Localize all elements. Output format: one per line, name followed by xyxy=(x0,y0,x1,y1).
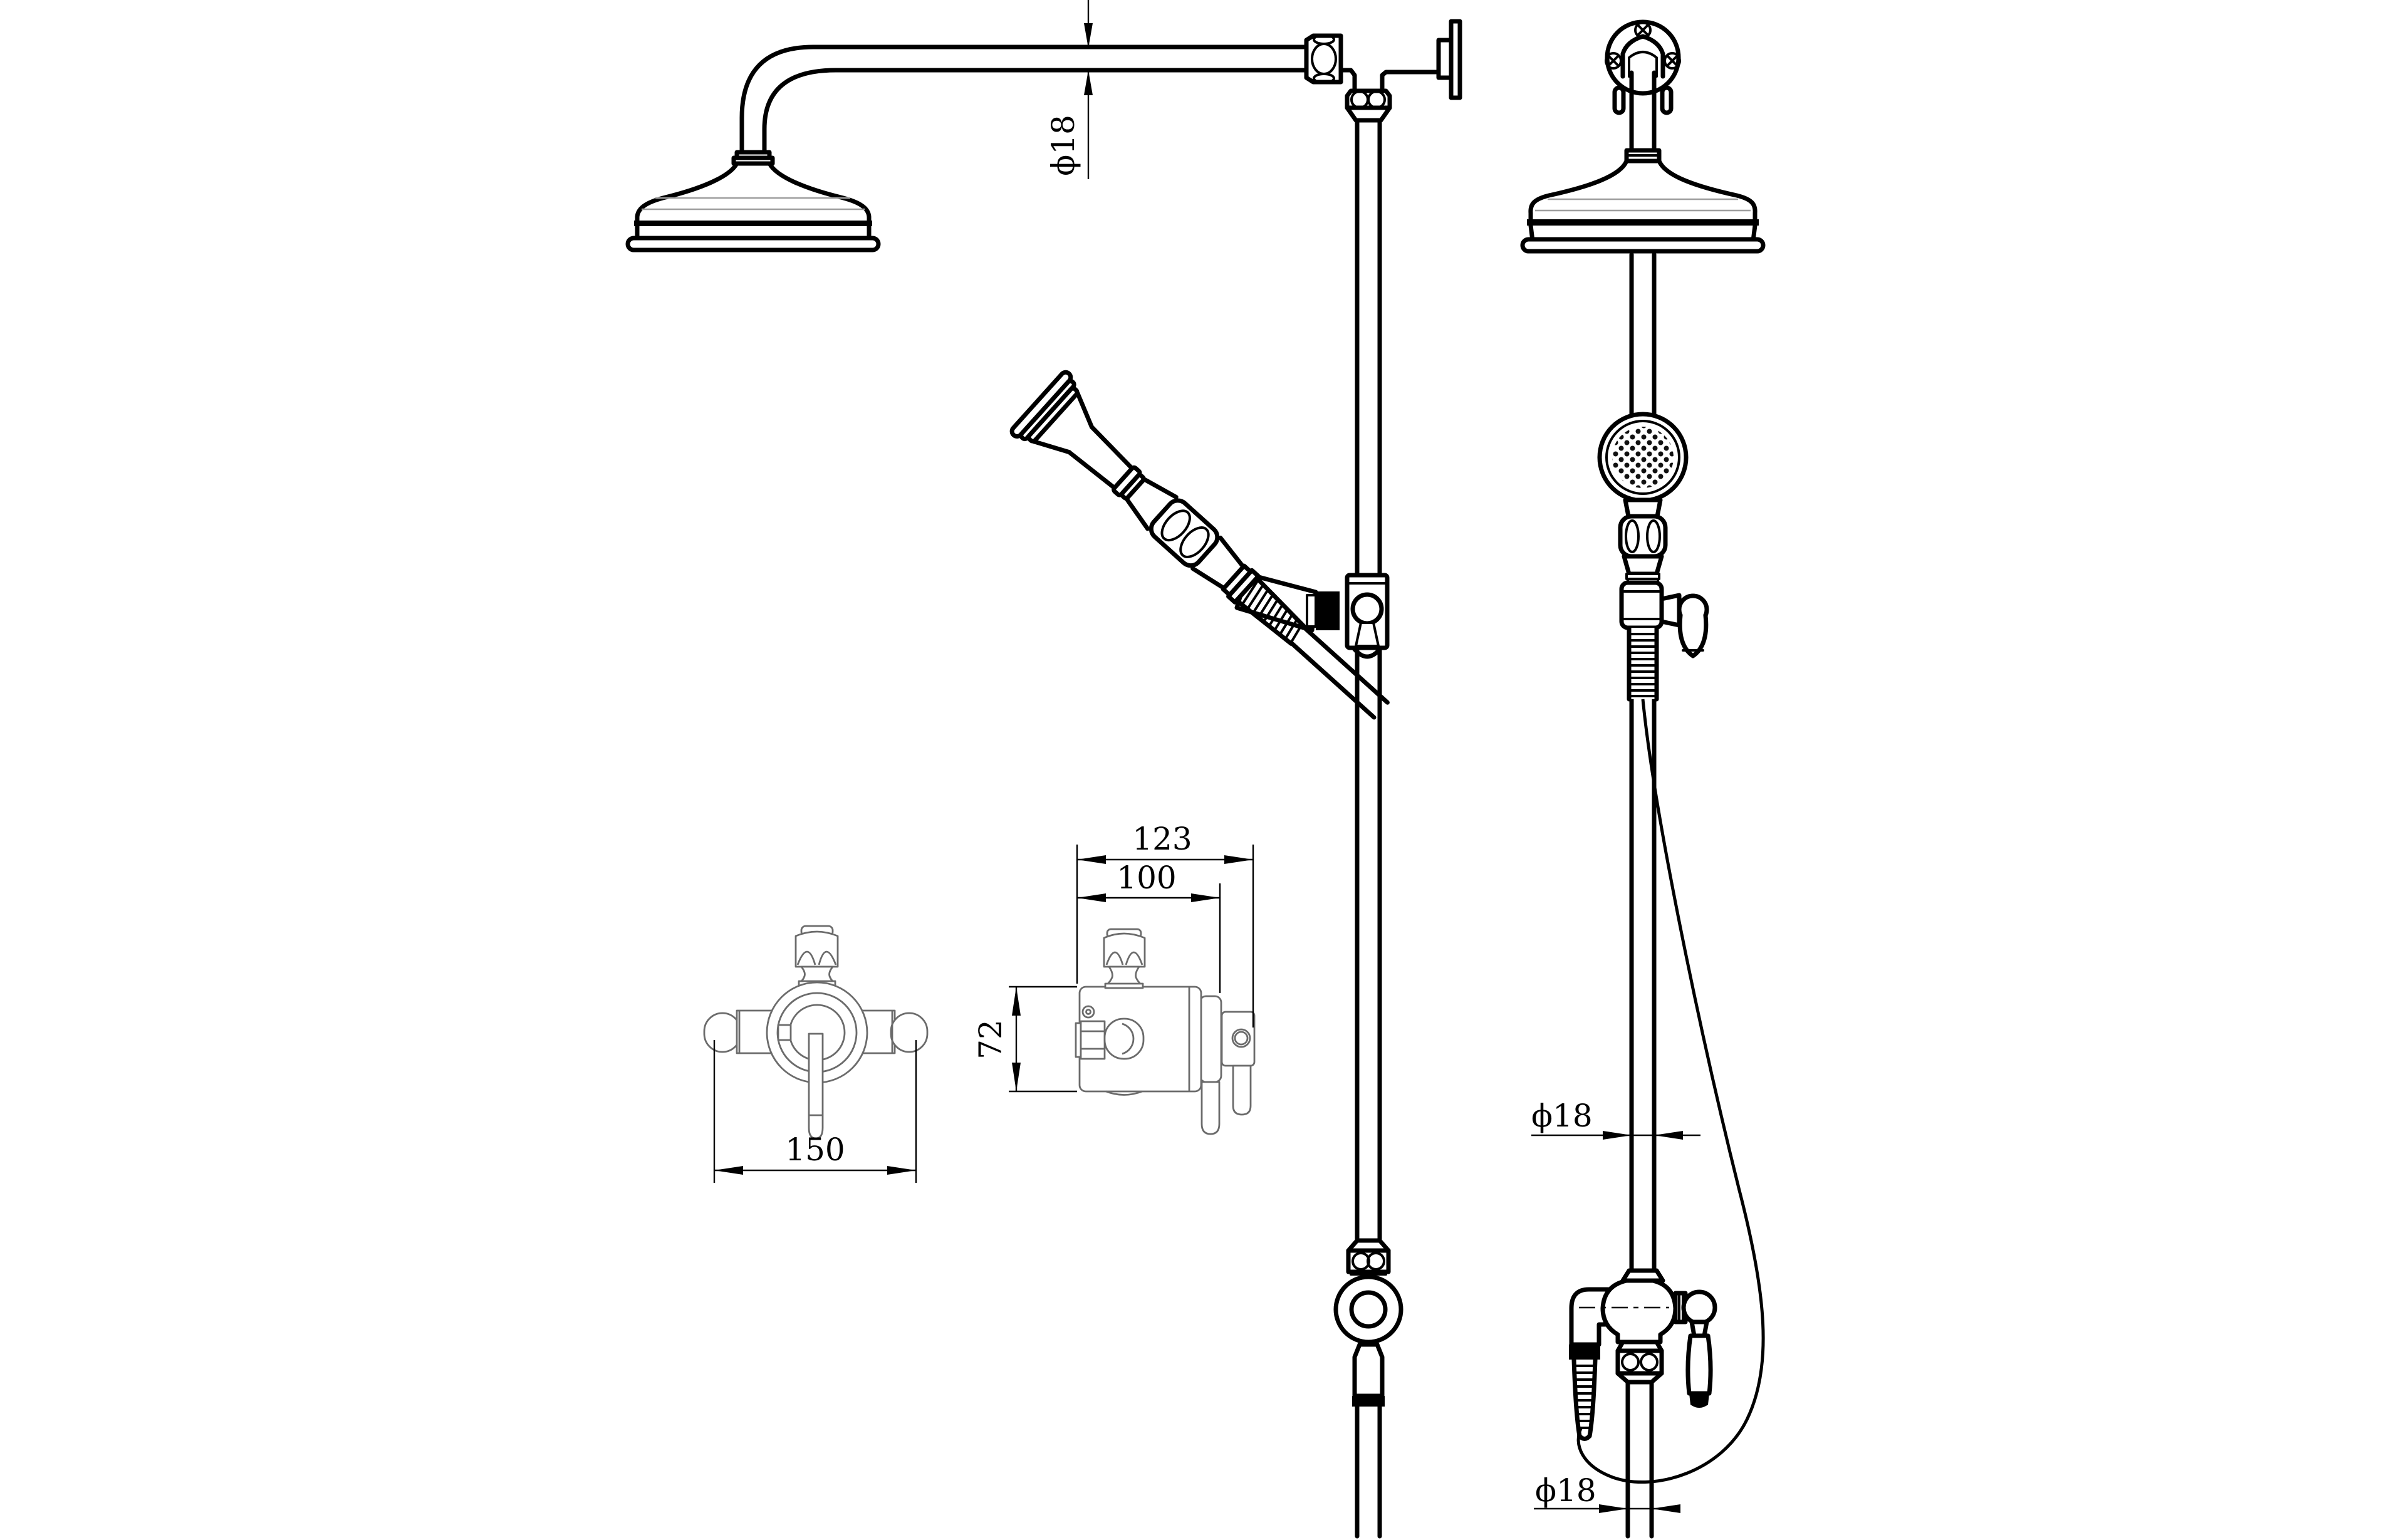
front-elevation xyxy=(1520,19,1766,1539)
wall-flange-front xyxy=(1605,19,1681,115)
valve-end-cap xyxy=(1199,995,1222,1083)
dim-valve-overall-width: 150 xyxy=(713,1040,917,1183)
valve-top-nut-side xyxy=(1103,932,1146,968)
spray-plate-dots xyxy=(1612,427,1674,488)
tee-lower-nut-icon xyxy=(1345,88,1392,123)
dim-valve-body-depth: 100 xyxy=(1077,860,1221,993)
diverter-lower-nut xyxy=(1615,1340,1664,1385)
diverter-lever xyxy=(1673,1289,1717,1408)
riser-bottom-fittings-side xyxy=(1333,1238,1404,1539)
valve-outlet-nut-side xyxy=(1080,1020,1106,1060)
wall-flange-side xyxy=(1449,19,1462,100)
side-elevation xyxy=(625,19,1462,1539)
dim-outlet-diameter: ϕ18 xyxy=(1534,1472,1680,1513)
ring-fitting-icon xyxy=(1333,1274,1404,1345)
shower-arm-side xyxy=(739,44,1309,157)
rail-slider-side xyxy=(1345,573,1390,659)
dim-label: 100 xyxy=(1117,860,1176,896)
screw-icon xyxy=(1605,52,1622,70)
hand-shower-hose-front xyxy=(1576,625,1765,1484)
dim-riser-diameter: ϕ18 xyxy=(1531,1098,1700,1140)
dim-label: 123 xyxy=(1132,821,1192,857)
mixer-valve-front-detail xyxy=(703,925,929,1140)
valve-lever-front xyxy=(808,1033,824,1140)
cradle-band-side xyxy=(1316,591,1340,630)
valve-left-cap xyxy=(703,1012,742,1053)
fixed-shower-head-side xyxy=(625,150,881,252)
arm-union-nut-icon xyxy=(1304,33,1343,85)
diverter-valve-front xyxy=(1569,1268,1717,1539)
mixer-valve-side-detail xyxy=(1075,928,1256,1135)
hand-shower-front xyxy=(1597,412,1689,585)
hose-connector-band xyxy=(1569,1345,1600,1360)
cradle-ring-side xyxy=(1306,594,1317,628)
valve-index-tab xyxy=(777,1024,792,1041)
outlet-pipe-front xyxy=(1625,1380,1654,1539)
valve-right-cap xyxy=(890,1012,929,1053)
dim-valve-body-height: 72 xyxy=(972,986,1077,1093)
valve-lever-side xyxy=(1200,1081,1221,1135)
riser-pipe-side xyxy=(1355,118,1382,1244)
dim-label: ϕ18 xyxy=(1535,1472,1596,1509)
fixed-shower-head-front xyxy=(1520,148,1766,254)
dim-valve-overall-depth: 123 xyxy=(1076,821,1254,1028)
tee-fitting-side xyxy=(1338,19,1462,100)
dim-arm-diameter: ϕ18 xyxy=(1045,0,1093,179)
dim-label: 72 xyxy=(972,1019,1009,1059)
diverter-body xyxy=(1600,1278,1678,1345)
dim-label: 150 xyxy=(785,1132,845,1168)
dimension-annotations: ϕ18 123 100 72 150 xyxy=(713,0,1700,1513)
riser-pipe-front xyxy=(1629,70,1657,1273)
dim-label: ϕ18 xyxy=(1045,115,1081,176)
head-trim-band xyxy=(1527,219,1759,226)
hose-connector-thread xyxy=(1571,1357,1598,1441)
valve-screw-icon xyxy=(1081,1005,1095,1019)
head-trim-band xyxy=(634,221,872,226)
hand-shower-hose-side xyxy=(1234,576,1390,720)
head-face-rim xyxy=(625,236,881,252)
hand-shower-side xyxy=(1009,370,1261,605)
head-face-rim xyxy=(1520,237,1766,254)
valve-bracket-leg xyxy=(1232,1064,1252,1116)
valve-top-nut xyxy=(794,930,839,968)
dim-label: ϕ18 xyxy=(1531,1098,1593,1134)
